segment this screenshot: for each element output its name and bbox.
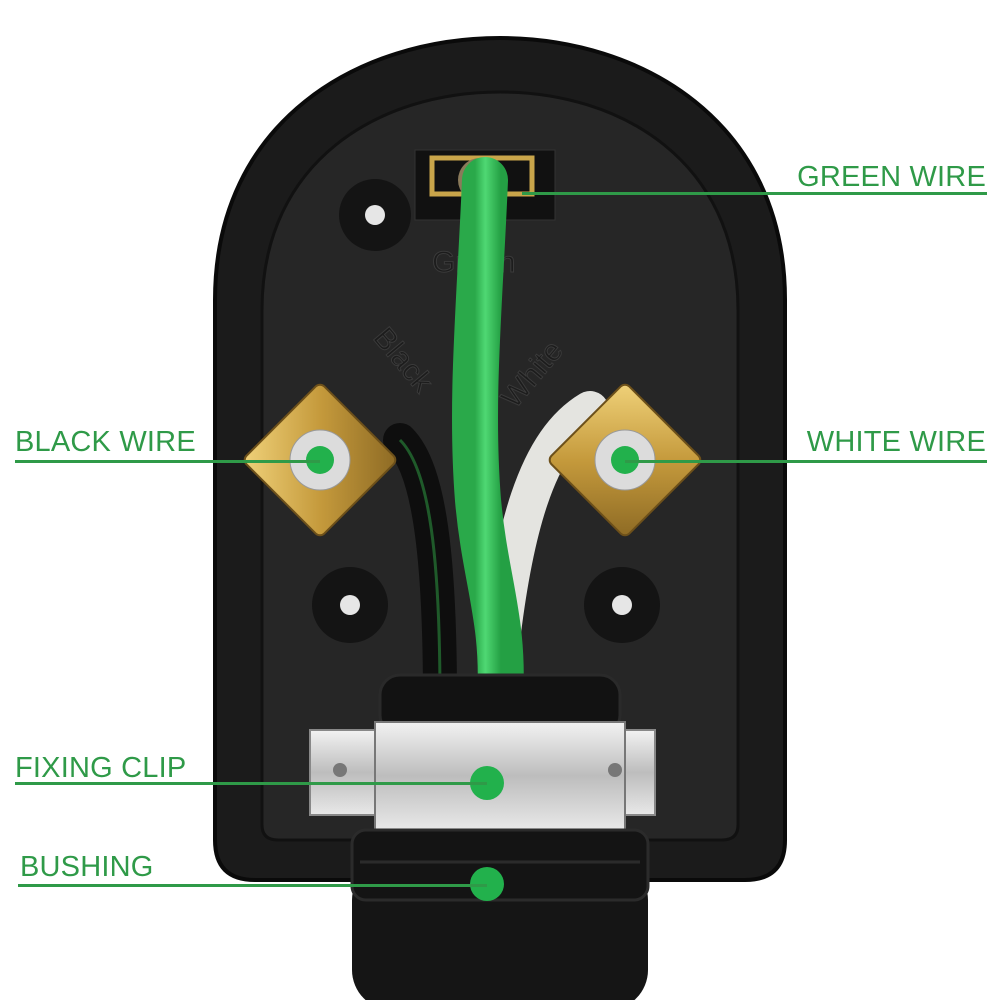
leader-line-green-wire (522, 192, 987, 195)
label-fixing-clip: FIXING CLIP (15, 752, 187, 784)
leader-line-black-wire (15, 460, 320, 463)
leader-line-white-wire (625, 460, 987, 463)
label-black-wire: BLACK WIRE (15, 426, 196, 458)
label-green-wire: GREEN WIRE (797, 161, 986, 193)
green-wire (452, 157, 524, 723)
leader-line-fixing-clip (15, 782, 487, 785)
leader-line-bushing (18, 884, 487, 887)
screw-hole (584, 567, 660, 643)
marker-dot-black-wire (306, 446, 334, 474)
label-bushing: BUSHING (20, 851, 154, 883)
screw-hole (339, 179, 411, 251)
label-white-wire: WHITE WIRE (806, 426, 986, 458)
bushing (350, 828, 650, 902)
marker-dot-bushing (470, 867, 504, 901)
marker-dot-fixing-clip (470, 766, 504, 800)
screw-hole (312, 567, 388, 643)
